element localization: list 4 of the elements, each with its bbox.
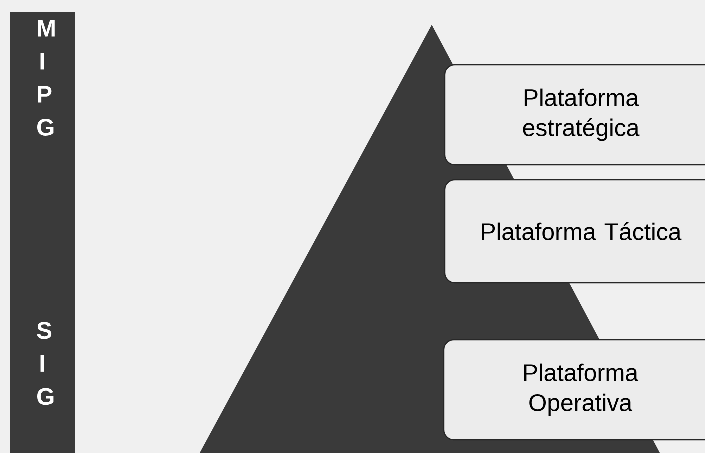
vertical-band: M I P G S I G (10, 12, 75, 453)
platform-box: Plataforma estratégica (444, 64, 705, 166)
platform-box: Plataforma Operativa (443, 339, 705, 441)
platform-box: Plataforma Táctica (444, 179, 705, 284)
